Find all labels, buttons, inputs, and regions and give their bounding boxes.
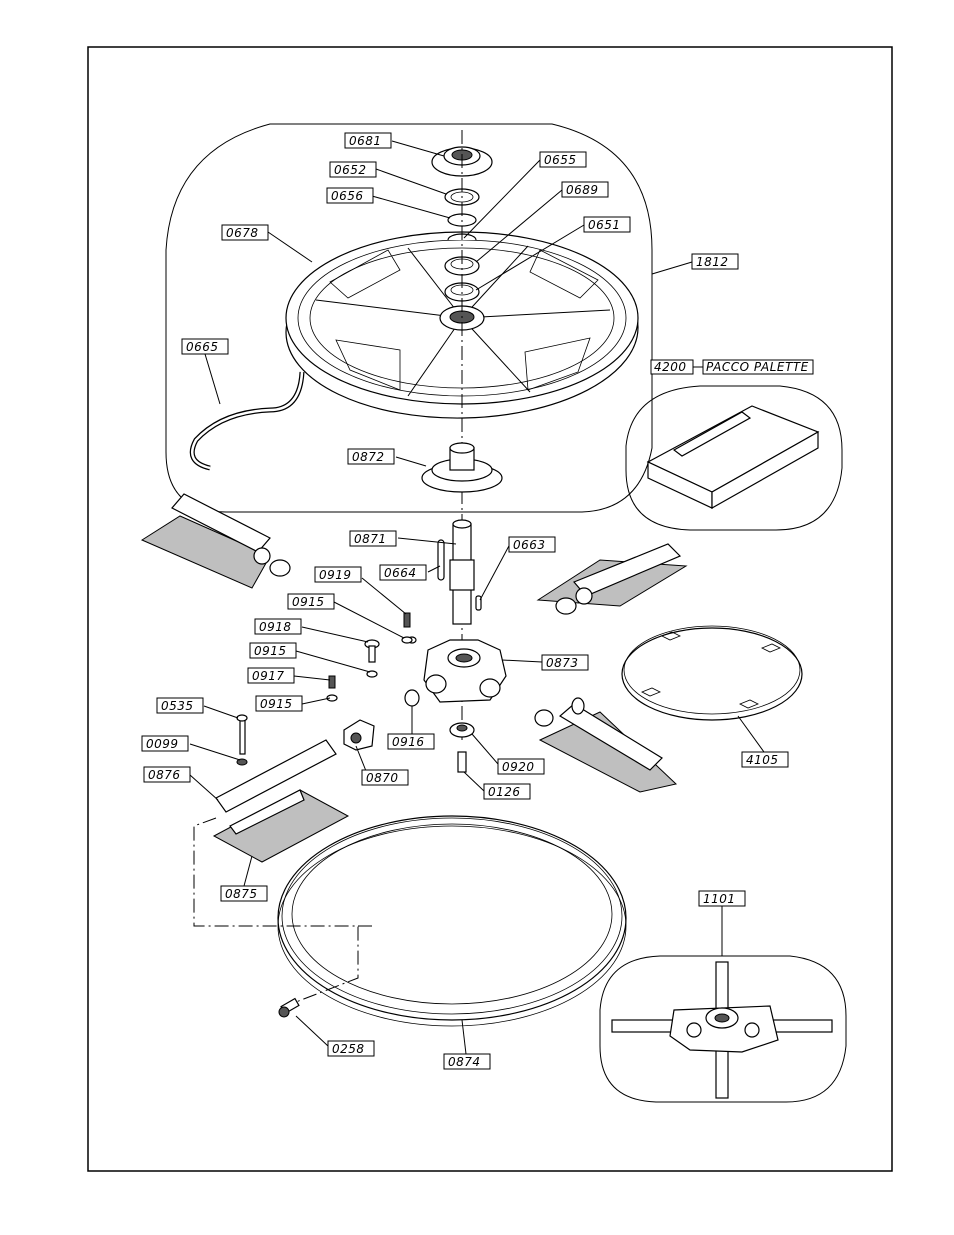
svg-text:4200: 4200	[654, 360, 687, 374]
label-0652: 0652	[330, 162, 376, 177]
svg-text:0915: 0915	[254, 644, 287, 658]
svg-text:0665: 0665	[186, 340, 219, 354]
label-0915-c: 0915	[256, 696, 302, 711]
svg-text:1812: 1812	[696, 255, 729, 269]
svg-text:0655: 0655	[544, 153, 577, 167]
svg-text:0916: 0916	[392, 735, 425, 749]
shaft-0871	[438, 520, 481, 624]
label-1812: 1812	[692, 254, 738, 269]
label-0663: 0663	[509, 537, 555, 552]
svg-text:PACCO PALETTE: PACCO PALETTE	[706, 360, 809, 374]
label-0656: 0656	[327, 188, 373, 203]
svg-text:0535: 0535	[161, 699, 194, 713]
label-0681: 0681	[345, 133, 391, 148]
label-0126: 0126	[484, 784, 530, 799]
label-0689: 0689	[562, 182, 608, 197]
svg-text:0918: 0918	[259, 620, 292, 634]
label-0872: 0872	[348, 449, 394, 464]
svg-text:0871: 0871	[354, 532, 387, 546]
svg-text:0870: 0870	[366, 771, 399, 785]
label-0920: 0920	[498, 759, 544, 774]
label-0655: 0655	[540, 152, 586, 167]
hub-0873	[408, 637, 506, 702]
svg-text:0874: 0874	[448, 1055, 481, 1069]
label-0875: 0875	[221, 886, 267, 901]
label-4105: 4105	[742, 752, 788, 767]
label-0870: 0870	[362, 770, 408, 785]
svg-text:0920: 0920	[502, 760, 535, 774]
svg-text:0652: 0652	[334, 163, 367, 177]
label-0874: 0874	[444, 1054, 490, 1069]
belt-0665	[192, 372, 302, 468]
ring-0874	[278, 816, 626, 1026]
svg-text:0689: 0689	[566, 183, 599, 197]
label-0873: 0873	[542, 655, 588, 670]
svg-text:4105: 4105	[746, 753, 779, 767]
svg-text:0651: 0651	[588, 218, 621, 232]
svg-text:0915: 0915	[260, 697, 293, 711]
paddle-arm-upper-right	[538, 544, 686, 614]
svg-text:0915: 0915	[292, 595, 325, 609]
label-0916: 0916	[388, 734, 434, 749]
svg-text:0919: 0919	[319, 568, 352, 582]
label-pacco-palette: PACCO PALETTE	[703, 360, 813, 374]
svg-text:0656: 0656	[331, 189, 364, 203]
label-0258: 0258	[328, 1041, 374, 1056]
label-4200: 4200	[651, 360, 693, 374]
paddle-arm-lower-right	[535, 698, 676, 792]
svg-text:0875: 0875	[225, 887, 258, 901]
screw-0258	[279, 999, 299, 1017]
svg-text:0664: 0664	[384, 566, 417, 580]
label-0664: 0664	[380, 565, 426, 580]
cross-assembly-1101	[612, 962, 832, 1098]
label-0665: 0665	[182, 339, 228, 354]
pulley-0872	[422, 443, 502, 492]
label-0871: 0871	[350, 531, 396, 546]
svg-text:0681: 0681	[349, 134, 382, 148]
label-0919: 0919	[315, 567, 361, 582]
plate-4105	[622, 626, 802, 720]
svg-text:0663: 0663	[513, 538, 546, 552]
svg-text:0678: 0678	[226, 226, 259, 240]
svg-text:0876: 0876	[148, 768, 181, 782]
label-0535: 0535	[157, 698, 203, 713]
paddle-arm-upper-left	[142, 494, 290, 588]
label-0918: 0918	[255, 619, 301, 634]
svg-text:0099: 0099	[146, 737, 179, 751]
svg-text:0917: 0917	[252, 669, 285, 683]
label-0915-b: 0915	[250, 643, 296, 658]
svg-text:0126: 0126	[488, 785, 521, 799]
svg-text:1101: 1101	[703, 892, 736, 906]
paddle-pack-4200	[648, 406, 818, 508]
svg-text:0872: 0872	[352, 450, 385, 464]
label-1101: 1101	[699, 891, 745, 906]
svg-text:0258: 0258	[332, 1042, 365, 1056]
label-0678: 0678	[222, 225, 268, 240]
svg-text:0873: 0873	[546, 656, 579, 670]
label-0651: 0651	[584, 217, 630, 232]
label-0917: 0917	[248, 668, 294, 683]
label-0876: 0876	[144, 767, 190, 782]
label-0099: 0099	[142, 736, 188, 751]
label-0915-a: 0915	[288, 594, 334, 609]
